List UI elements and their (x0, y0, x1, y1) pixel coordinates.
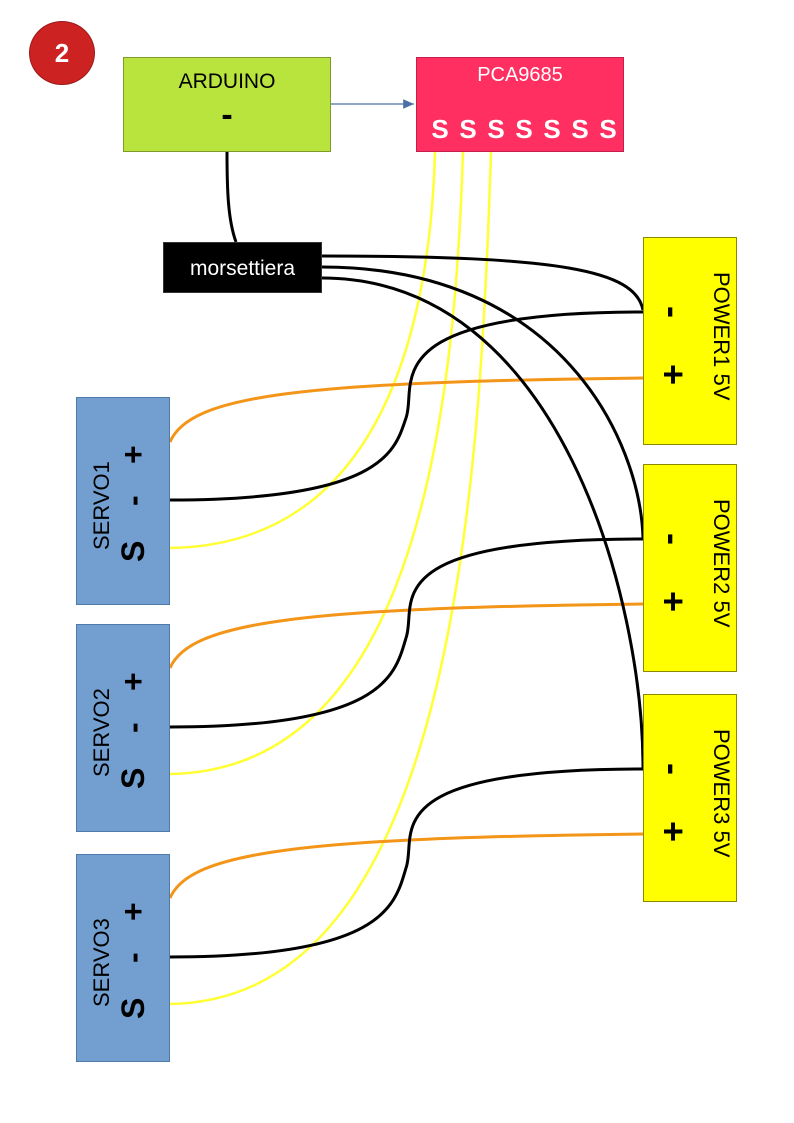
pca9685-title: PCA9685 (477, 64, 563, 86)
power-plus-terminal: + (653, 591, 694, 613)
servo-signal-pin: S (115, 997, 151, 1019)
servo-plus-pin: + (115, 445, 151, 464)
servo-3: SERVO3 S - + (76, 854, 170, 1062)
pca9685-pin: S (543, 114, 561, 144)
signal-wire-servo2 (169, 151, 465, 776)
pca9685-block: PCA9685 S S S S S S S (416, 57, 624, 152)
power-supply-label: POWER3 5V (709, 729, 734, 858)
power-supply-3: POWER3 5V - + (643, 694, 737, 902)
ground-wire-power1 (321, 254, 645, 311)
power-supply-label: POWER2 5V (709, 499, 734, 628)
power-supply-1: POWER1 5V - + (643, 237, 737, 445)
servo-signal-pin: S (115, 767, 151, 789)
ground-wire-power3 (321, 276, 645, 769)
ground-wire-servo3 (169, 767, 644, 959)
arduino-title: ARDUINO (178, 70, 276, 93)
servo-1: SERVO1 S - + (76, 397, 170, 605)
ground-wire-servo2 (169, 537, 644, 729)
arduino-ground-wire (225, 151, 238, 243)
arduino-block: ARDUINO - (123, 57, 331, 152)
signal-wire-servo1 (169, 151, 437, 550)
step-number-badge: 2 (29, 21, 95, 85)
terminal-block-title: morsettiera (189, 257, 296, 280)
power-supply-2: POWER2 5V - + (643, 464, 737, 672)
pca9685-signal-pins: S S S S S S S (429, 114, 619, 145)
power-plus-terminal: + (653, 821, 694, 843)
power-plus-terminal: + (653, 364, 694, 386)
servo-label: SERVO1 (89, 461, 114, 550)
positive-wire-servo3 (168, 832, 644, 899)
servo-minus-pin: - (115, 722, 151, 733)
servo-plus-pin: + (115, 672, 151, 691)
power-minus-terminal: - (653, 763, 694, 775)
terminal-block: morsettiera (163, 242, 322, 293)
positive-wire-servo1 (168, 376, 644, 443)
ground-wire-power2 (321, 265, 645, 539)
pca9685-pin: S (431, 114, 449, 144)
signal-wire-servo3 (169, 151, 493, 1006)
servo-minus-pin: - (115, 952, 151, 963)
power-supply-label: POWER1 5V (709, 272, 734, 401)
arduino-ground-pin: - (221, 96, 233, 134)
pca9685-pin: S (487, 114, 505, 144)
ground-wire-servo1 (169, 310, 644, 502)
power-minus-terminal: - (653, 306, 694, 318)
servo-plus-pin: + (115, 902, 151, 921)
pca9685-pin: S (571, 114, 589, 144)
servo-2: SERVO2 S - + (76, 624, 170, 832)
servo-minus-pin: - (115, 495, 151, 506)
servo-label: SERVO3 (89, 918, 114, 1007)
pca9685-pin: S (599, 114, 617, 144)
servo-label: SERVO2 (89, 688, 114, 777)
positive-wire-servo2 (168, 602, 644, 669)
pca9685-pin: S (459, 114, 477, 144)
servo-signal-pin: S (115, 540, 151, 562)
pca9685-pin: S (515, 114, 533, 144)
power-minus-terminal: - (653, 533, 694, 545)
